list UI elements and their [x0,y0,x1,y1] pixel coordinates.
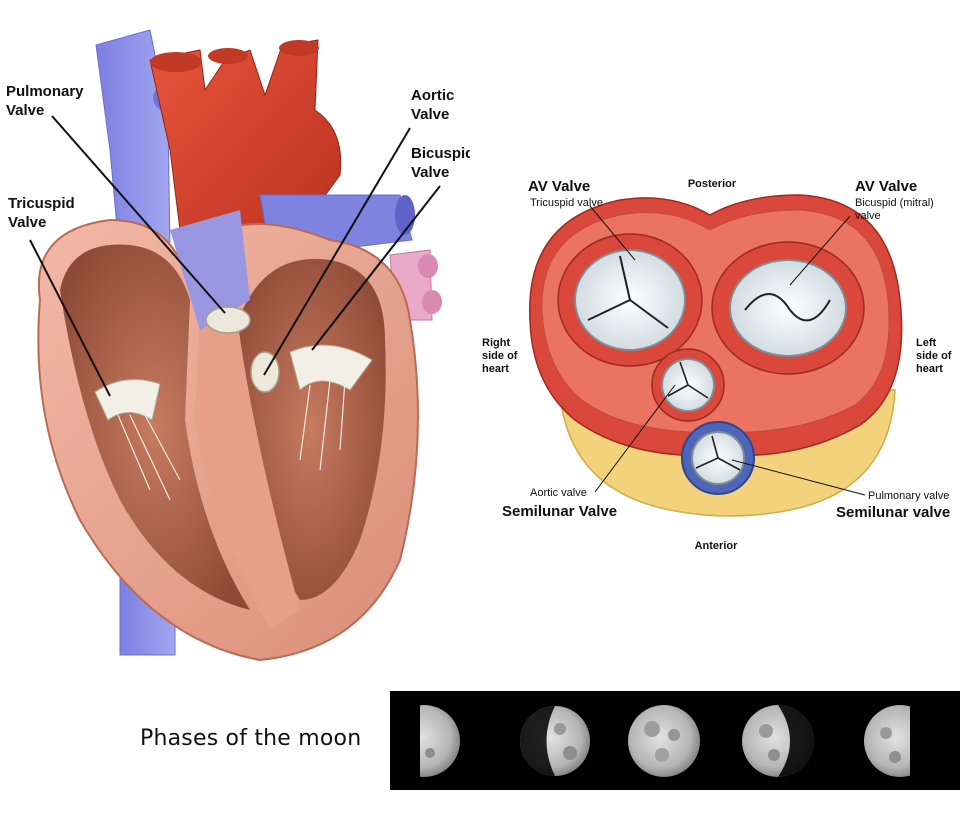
heart-cross-section: Pulmonary Valve Aortic Valve Bicuspid Va… [0,0,474,690]
left-side-label-3: heart [916,363,943,375]
posterior-label: Posterior [688,178,737,190]
left-side-label-2: side of [916,350,952,362]
aorta-branch-1 [150,52,202,72]
av-valve-right-label: AV Valve [855,178,917,195]
moon-phase-3 [628,705,700,777]
pulmonary-trunk [170,210,250,330]
pulmonary-artery-opening [395,195,415,235]
pulmonary-valve-label-2: Valve [6,102,44,119]
anterior-label: Anterior [695,540,739,552]
pulmonary-valve-label: Pulmonary valve [868,490,949,502]
right-side-label-1: Right [482,337,510,349]
tricuspid-valve-label-1: Tricuspid [8,195,75,212]
aortic-valve-label-2: Valve [411,106,449,123]
semilunar-valve-right-label: Semilunar valve [836,504,950,521]
pulmonary-vein-opening-2 [422,290,442,314]
right-side-label-3: heart [482,363,509,375]
moon-phase-4 [742,705,814,777]
aorta-branch-2 [208,48,248,64]
right-chamber [60,244,250,610]
heart-valves-top-view: Posterior Anterior AV Valve Tricuspid va… [470,160,960,560]
bicuspid-valve-label-2: Valve [411,164,449,181]
mitral-cusp-line [744,293,831,322]
aortic-valve-label: Aortic valve [530,487,587,499]
tricuspid-valve-label-2: Valve [8,214,46,231]
av-valve-left-label: AV Valve [528,178,590,195]
bicuspid-valve-label-1: Bicuspid (mitral) [855,197,934,209]
right-side-label-2: side of [482,350,518,362]
tricuspid-cusps [587,255,669,329]
tricuspid-valve-label: Tricuspid valve [530,197,603,209]
moon-phases-caption: Phases of the moon [140,726,362,751]
bicuspid-valve-label-1: Bicuspid [411,145,470,162]
heart-leader-lines [29,115,441,397]
moon-phase-5 [864,705,910,777]
moon-phase-1 [420,705,460,777]
septum [195,300,300,630]
moon-phase-2 [520,706,590,776]
pulmonary-cusps [695,435,741,471]
pulmonary-valve-label-1: Pulmonary [6,83,84,100]
aortic-valve-label-1: Aortic [411,87,454,104]
valves-illustration: Posterior Anterior AV Valve Tricuspid va… [482,178,952,552]
bicuspid-valve-label-2: valve [855,210,881,222]
heart-illustration: Pulmonary Valve Aortic Valve Bicuspid Va… [6,29,474,662]
aortic-cusps [667,361,709,399]
left-side-label-1: Left [916,337,937,349]
valve-leader-lines [589,205,866,496]
pulmonary-vein-opening-1 [418,254,438,278]
pulmonary-valve [205,306,251,334]
aorta-branch-3 [279,40,319,56]
bicuspid-valve [289,344,373,391]
tricuspid-valve [94,379,161,421]
chordae-tendineae [117,379,346,501]
moon-phases-strip [390,691,960,790]
moon-phases-image [420,705,910,777]
semilunar-valve-left-label: Semilunar Valve [502,503,617,520]
